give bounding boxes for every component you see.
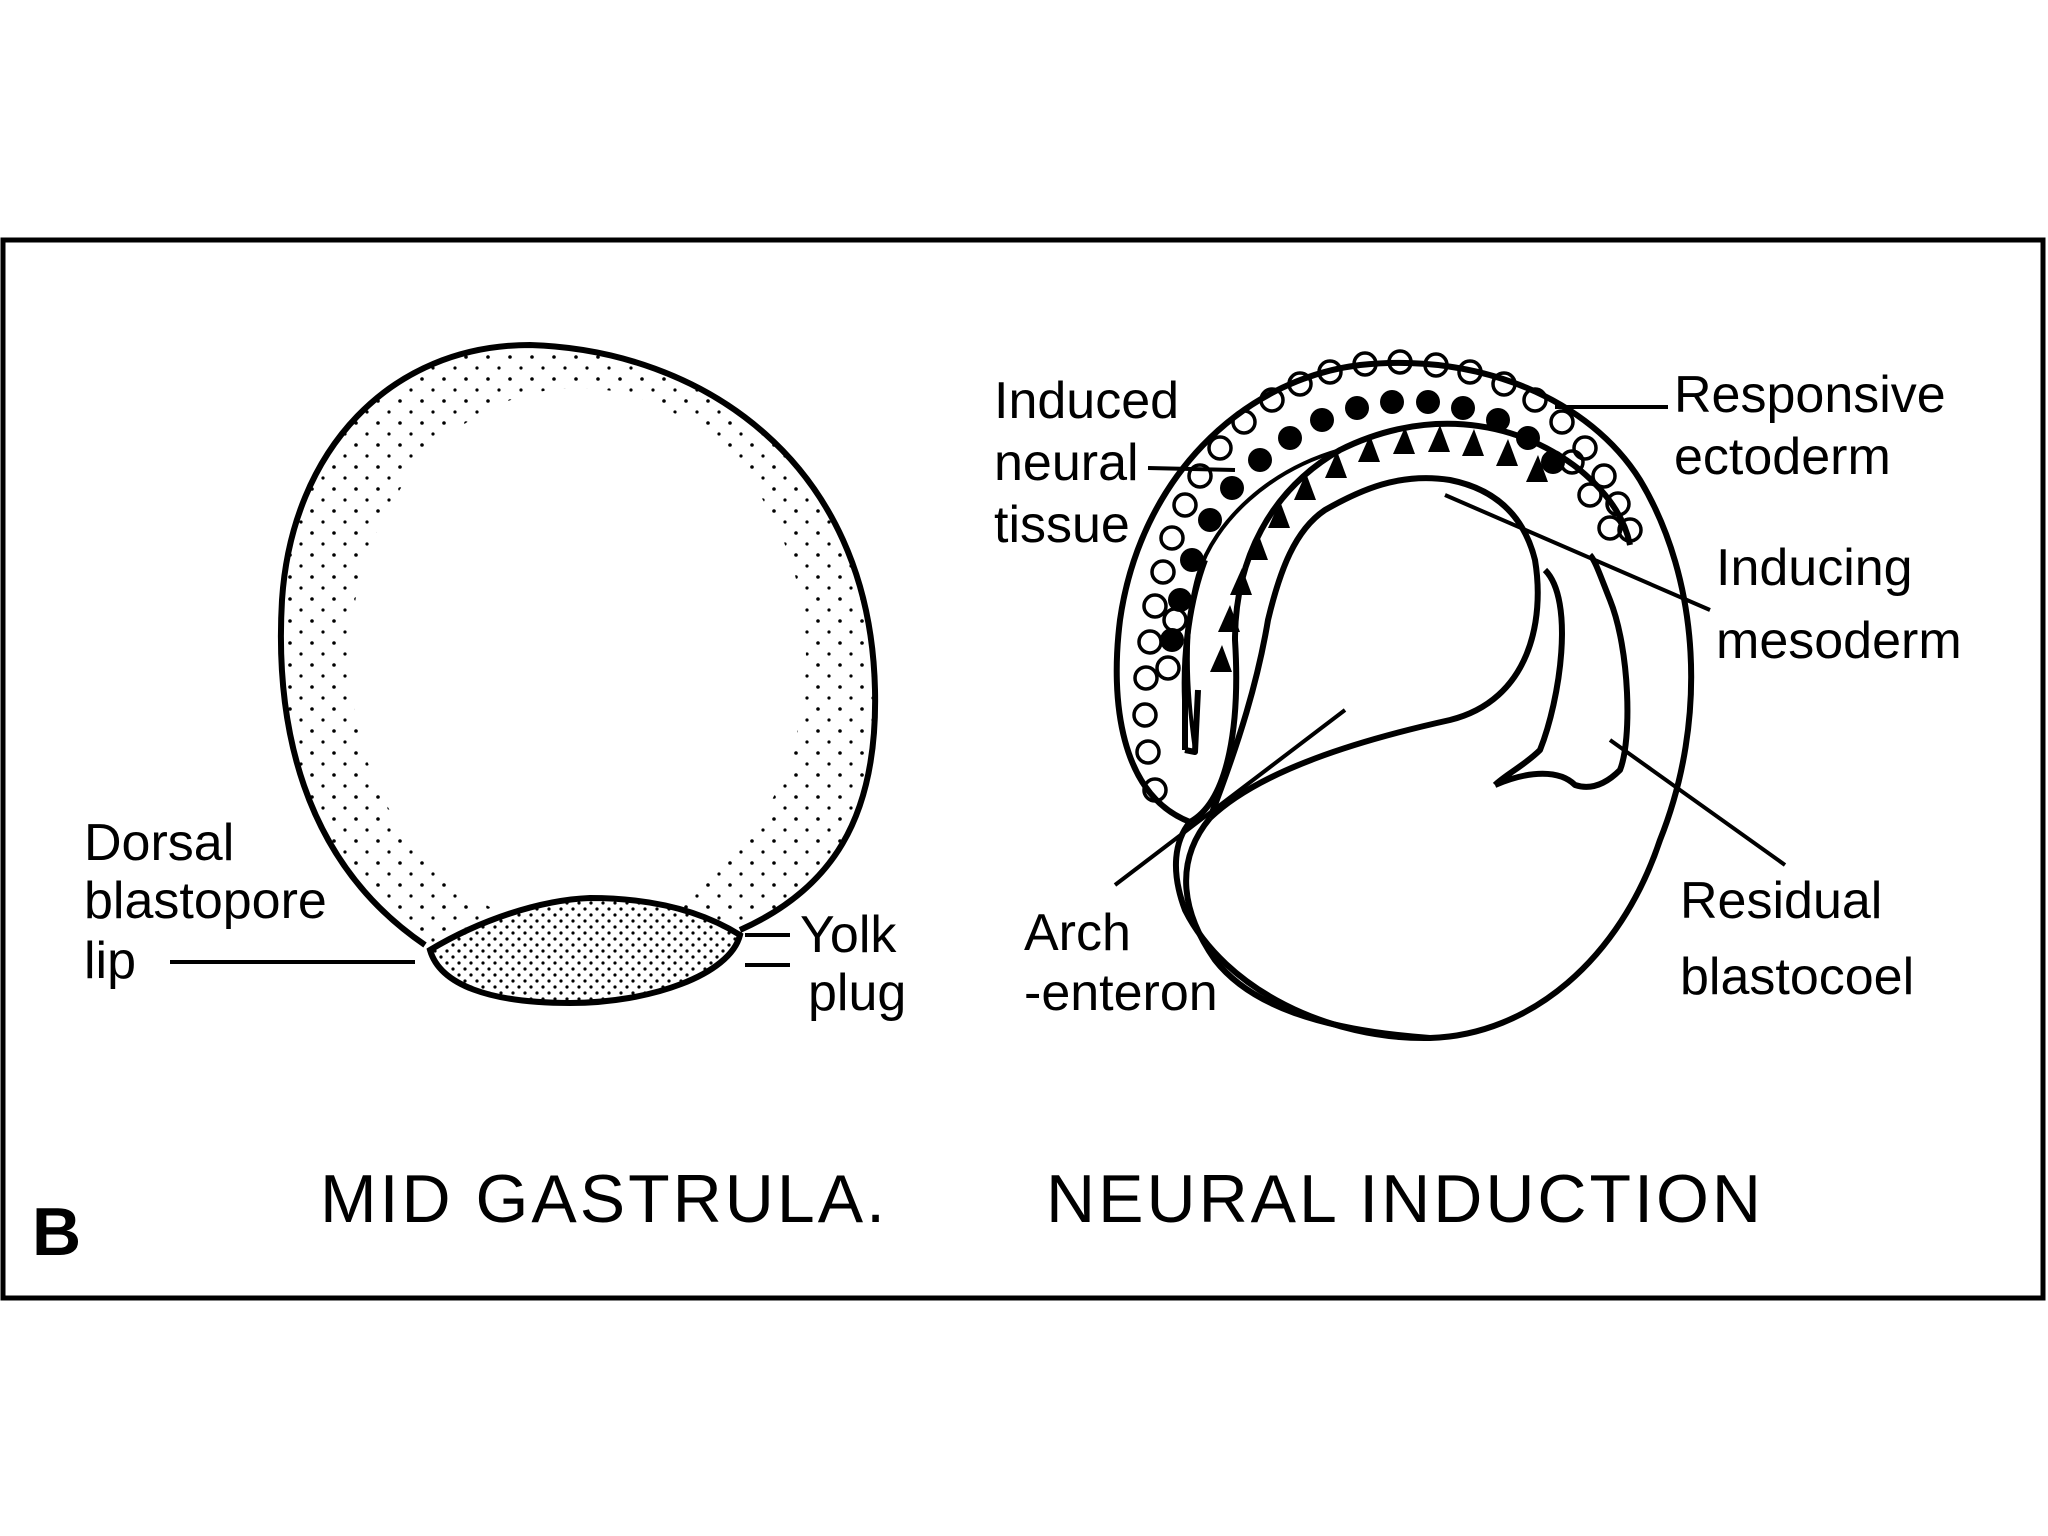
induced-neural-cells [1160,390,1565,652]
label-yolk-plug-2: plug [808,964,906,1022]
inducing-mesoderm-cells [1210,425,1548,672]
residual-blastocoel-outline [1492,552,1631,790]
label-archenteron-2: -enteron [1024,964,1218,1022]
label-yolk-plug-1: Yolk [800,906,897,964]
mesoderm-tip-end [1184,689,1201,755]
inducing-mesoderm-leader [1444,493,1711,612]
label-induced-neural-2: neural [994,434,1139,492]
archenteron-outline [1207,475,1541,821]
label-inducing-mesoderm-2: mesoderm [1716,612,1962,670]
mesoderm-tip [1181,558,1208,750]
label-induced-neural-1: Induced [994,372,1179,430]
panel-letter: B [32,1194,81,1270]
gastrula-body-outline [280,345,876,945]
residual-blastocoel-leader [1608,738,1787,867]
embryo-outer-outline [1113,359,1695,1042]
label-residual-blastocoel-2: blastocoel [1680,948,1914,1006]
figure-frame [0,237,2046,1301]
mid-gastrula-drawing: Dorsal blastopore lip Yolk plug [84,342,906,1022]
caption-mid-gastrula: MID GASTRULA. [320,1161,888,1237]
label-responsive-ectoderm-1: Responsive [1674,366,1946,424]
label-dorsal-lip-3: lip [84,932,136,990]
archenteron-lower [1183,816,1431,1041]
label-dorsal-lip-1: Dorsal [84,814,234,872]
mesoderm-inner-boundary [1185,448,1341,751]
responsive-ectoderm-cells [1132,349,1643,803]
label-archenteron-1: Arch [1024,904,1131,962]
label-dorsal-lip-2: blastopore [84,872,327,930]
induced-neural-leader [1147,466,1236,472]
archenteron-leader [1113,708,1347,887]
label-responsive-ectoderm-2: ectoderm [1674,428,1891,486]
label-induced-neural-3: tissue [994,496,1130,554]
gastrula-body-stroke [277,342,879,948]
caption-neural-induction: NEURAL INDUCTION [1046,1161,1764,1237]
label-inducing-mesoderm-1: Inducing [1716,539,1913,597]
yolk-plug-shape [426,894,744,1007]
neural-induction-drawing: Induced neural tissue Responsive ectoder… [994,349,1962,1042]
label-residual-blastocoel-1: Residual [1680,872,1882,930]
